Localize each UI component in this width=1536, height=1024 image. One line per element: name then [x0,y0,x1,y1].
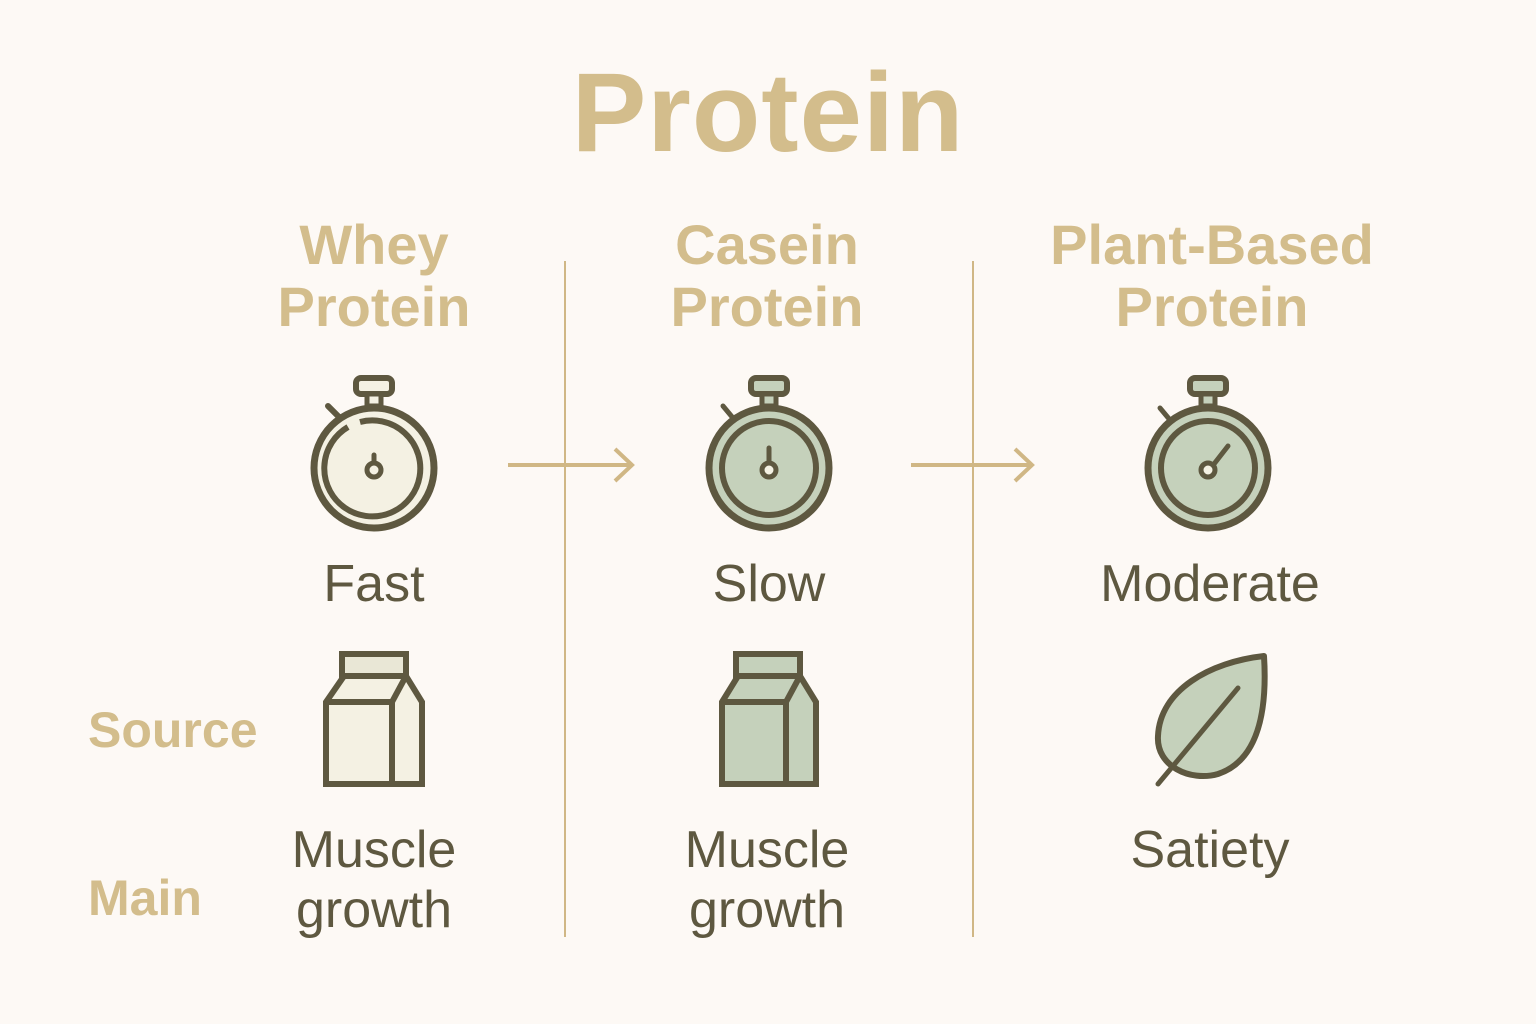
stopwatch-icon [699,372,839,537]
heading-line1: Plant-Based [1050,213,1374,276]
benefit-line1: Muscle [291,821,457,879]
row-label-source: Source [88,702,258,758]
digestion-speed-whey: Fast [323,555,425,613]
benefit-line1: Muscle [684,821,850,879]
stopwatch-icon [304,372,444,537]
leaf-icon [1150,650,1275,790]
column-heading-casein: Casein Protein [617,214,917,338]
milk-carton-icon [716,648,826,790]
main-benefit-whey: Muscle growth [224,820,524,940]
main-benefit-casein: Muscle growth [617,820,917,940]
row-label-main: Main [88,870,202,926]
column-heading-whey: Whey Protein [224,214,524,338]
digestion-speed-plant: Moderate [1100,555,1320,613]
benefit-line1: Satiety [1130,821,1290,879]
arrow-right-icon [507,446,637,484]
digestion-speed-casein: Slow [712,555,826,613]
column-heading-plant: Plant-Based Protein [1012,214,1412,338]
main-benefit-plant: Satiety [1060,820,1360,880]
arrow-right-icon [910,446,1040,484]
column-divider-1 [564,261,566,937]
benefit-line2: growth [688,881,846,939]
heading-line1: Casein [675,213,859,276]
heading-line2: Protein [277,275,471,338]
heading-line2: Protein [670,275,864,338]
column-divider-2 [972,261,974,937]
diagram-title: Protein [571,50,965,175]
heading-line2: Protein [1115,275,1309,338]
heading-line1: Whey [299,213,449,276]
benefit-line2: growth [295,881,453,939]
milk-carton-icon [320,648,430,790]
stopwatch-icon [1138,372,1278,537]
